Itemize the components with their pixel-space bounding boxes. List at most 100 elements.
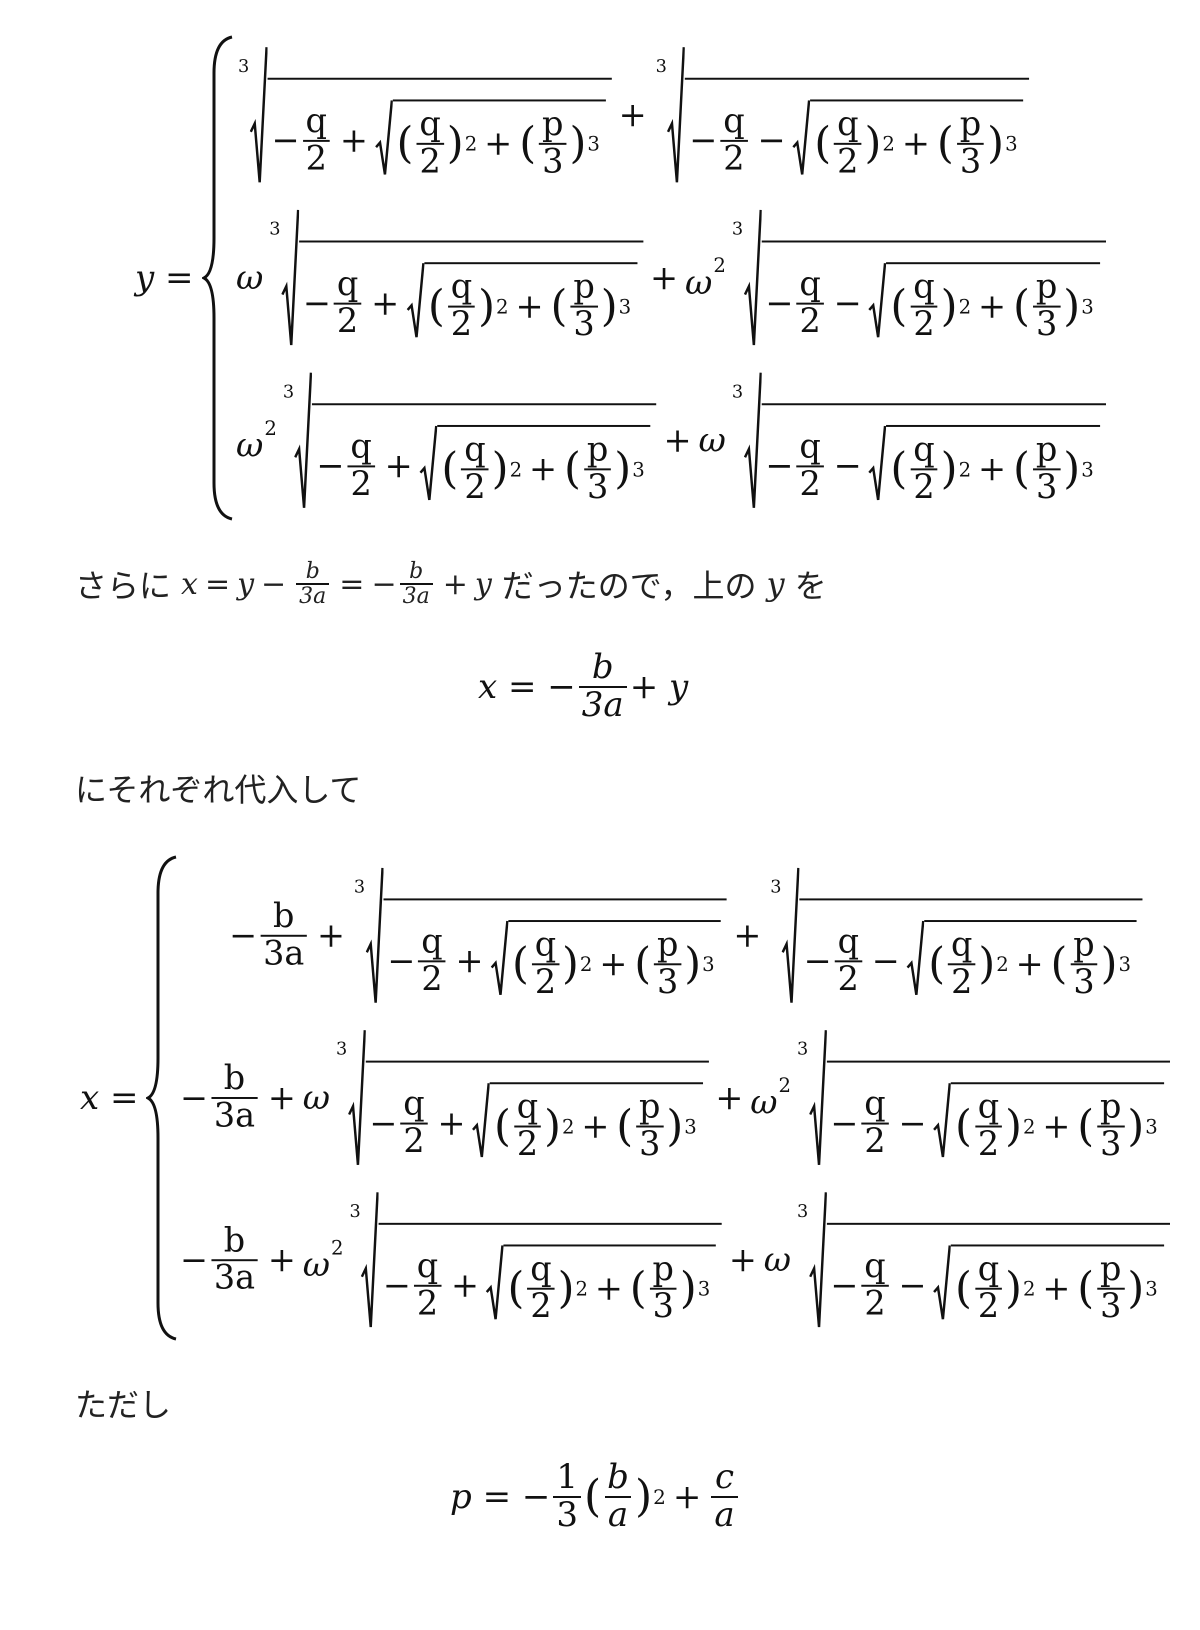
radical-sign-icon (366, 867, 384, 1003)
text-line-sorezore: にそれぞれ代入して (75, 771, 362, 809)
exponent-two: 2 (653, 1484, 666, 1509)
radical-sign-icon (490, 921, 509, 996)
radical-sign-icon (743, 372, 761, 508)
radical-sign-icon (472, 1083, 491, 1158)
radical-sign-icon (405, 263, 424, 338)
text-sarani: さらに (75, 567, 172, 606)
eq-x-lhs: x = − (478, 666, 576, 707)
radical-sign-icon (361, 1191, 380, 1327)
eq-p-lhs: p = − (450, 1476, 551, 1517)
text-line-tadashi: ただし (75, 1386, 172, 1424)
left-brace-icon (146, 855, 177, 1340)
radical-sign-icon (667, 46, 685, 182)
inline-math-y: y (766, 565, 785, 604)
radical-sign-icon (486, 1245, 505, 1320)
radical-sign-icon (294, 372, 312, 508)
radical-sign-icon (868, 263, 886, 338)
radical-sign-icon (809, 1191, 827, 1327)
text-dattanode: だったので，上の (501, 567, 757, 606)
left-brace-icon (201, 35, 232, 520)
y-lhs: y = (135, 257, 194, 298)
radical-sign-icon (792, 100, 810, 175)
radical-sign-icon (933, 1245, 952, 1320)
text-wo: を (794, 567, 827, 606)
radical-sign-icon (374, 100, 393, 175)
radical-sign-icon (280, 209, 299, 345)
radical-sign-icon (933, 1083, 952, 1158)
radical-sign-icon (809, 1029, 827, 1165)
radical-sign-icon (348, 1029, 366, 1165)
x-lhs: x = (80, 1077, 139, 1118)
